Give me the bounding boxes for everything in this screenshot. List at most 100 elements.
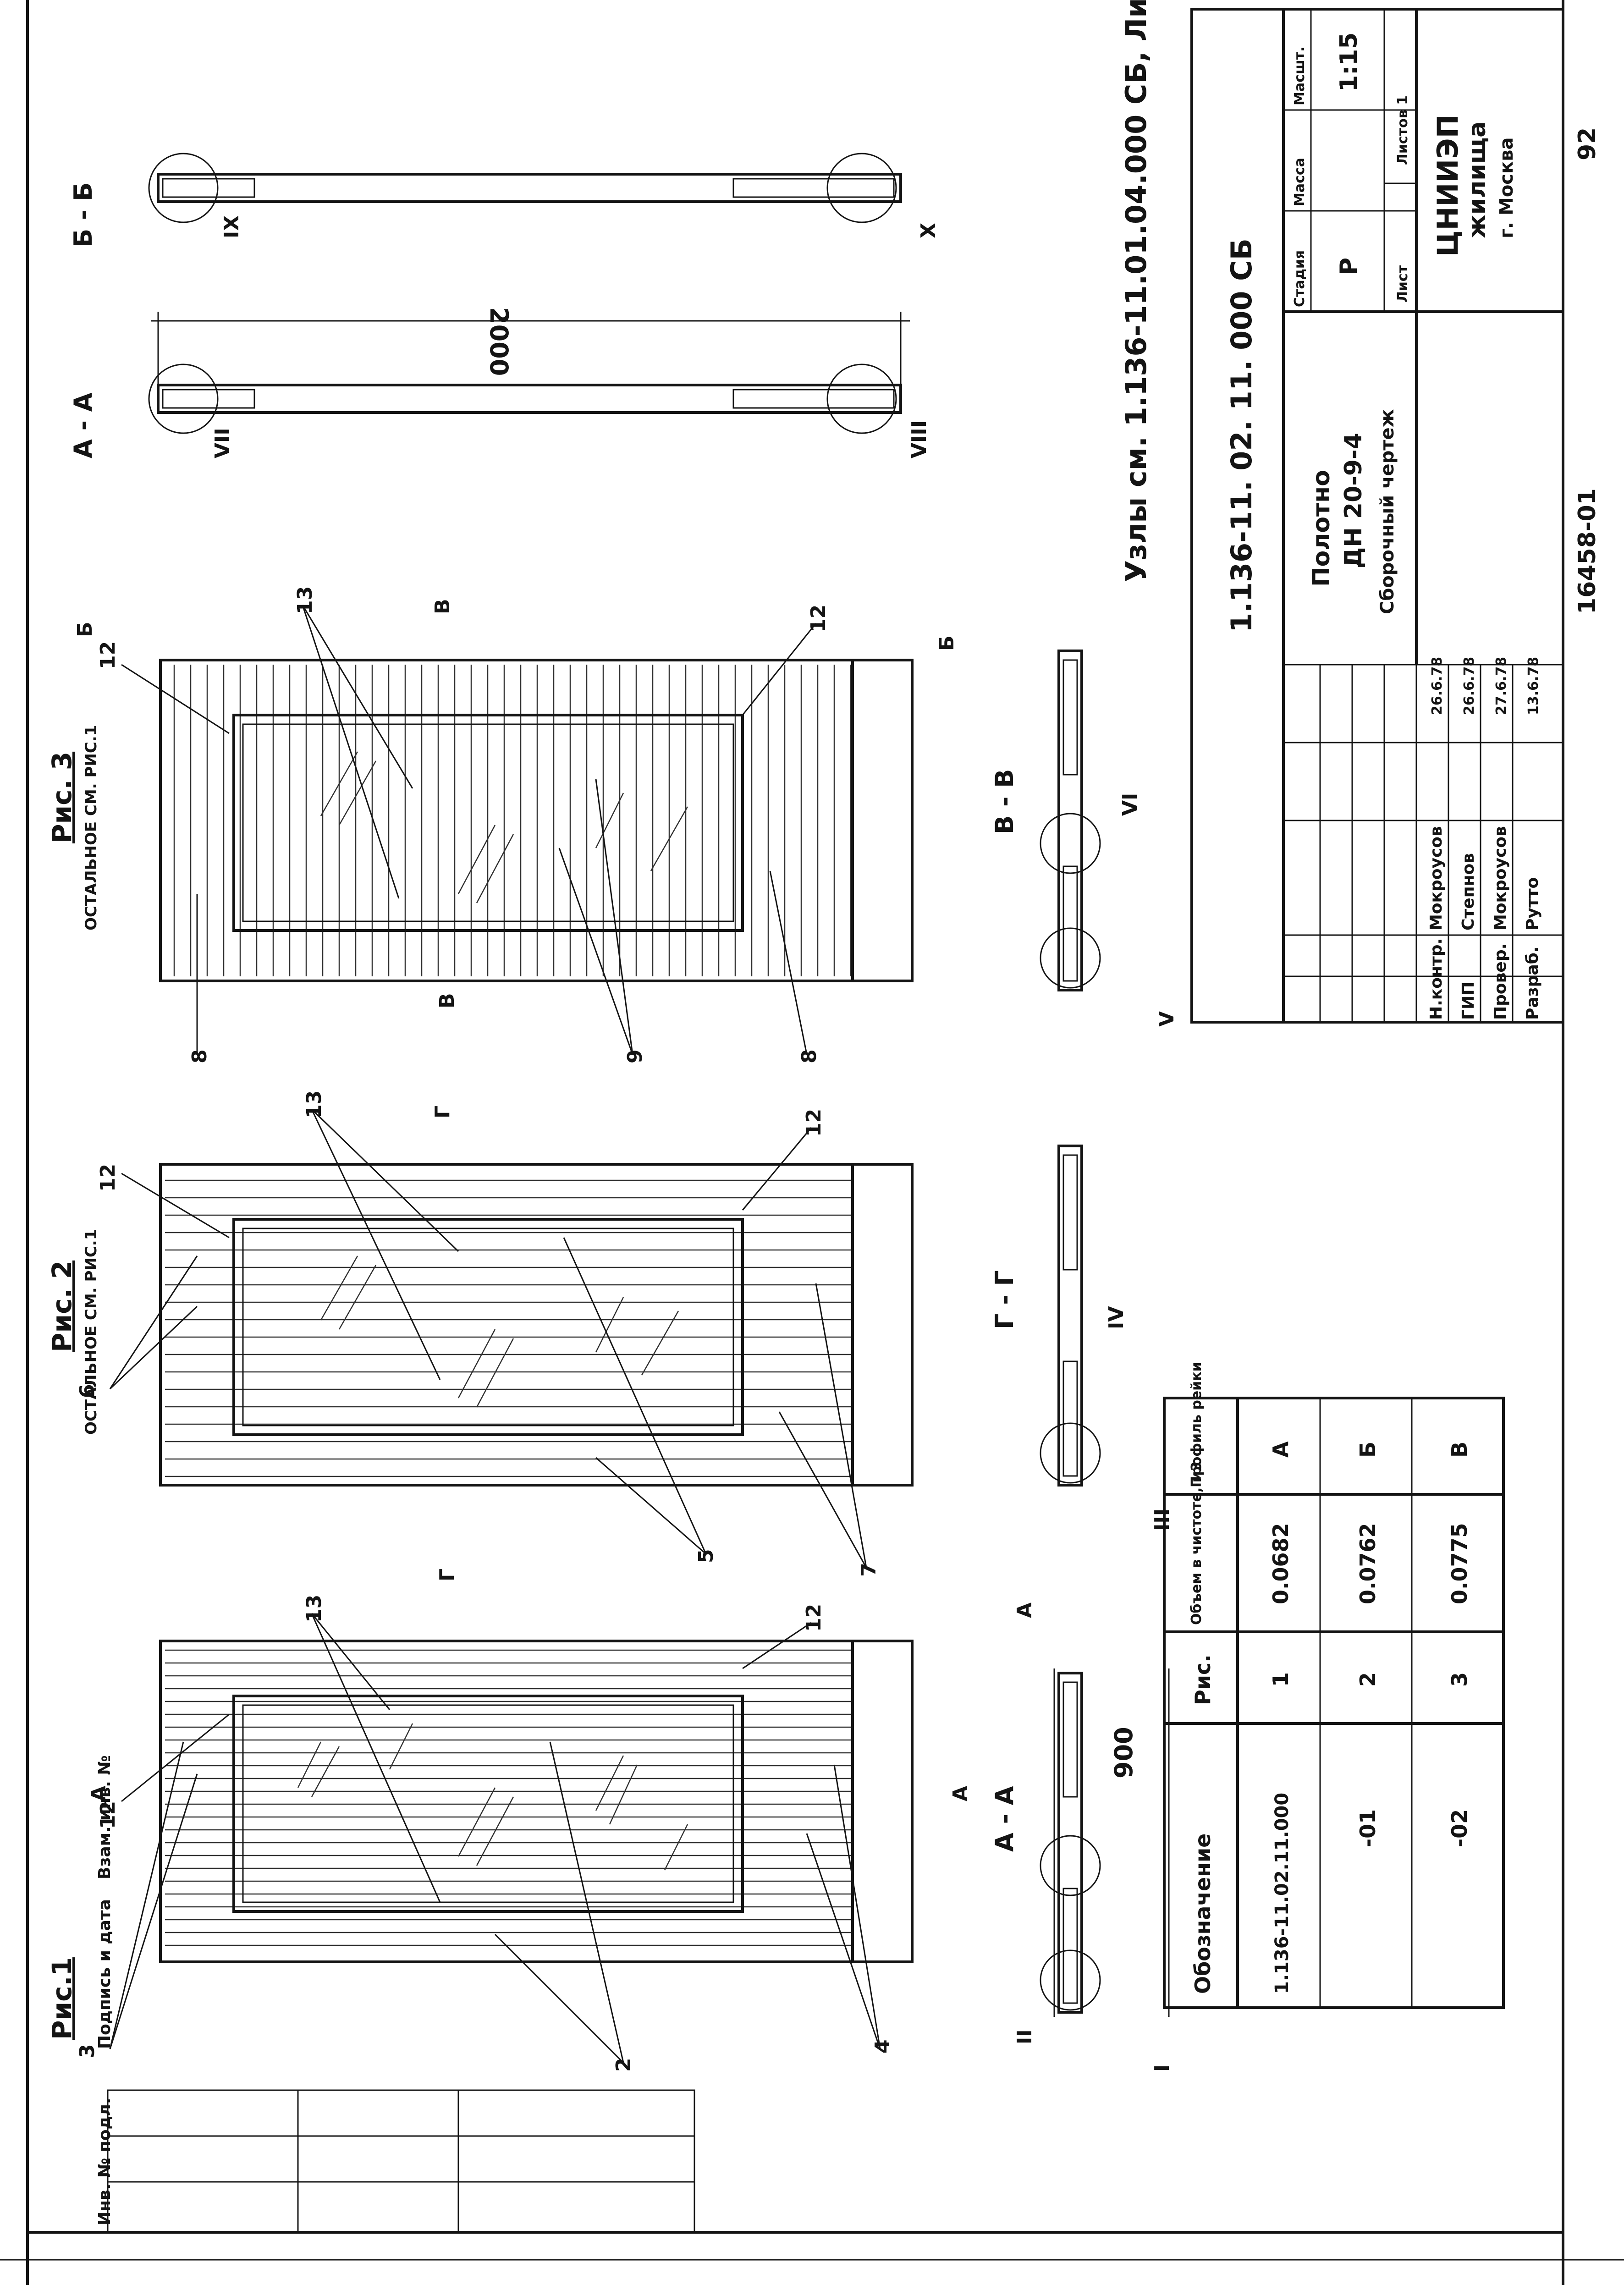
title-block: 1.136-11. 02. 11. 000 СБ Н.контр. ГИП Пр… (1190, 8, 1564, 1024)
stamp-text-3: Взам. инв. № (95, 1755, 114, 1879)
org-name-3: г. Москва (1496, 138, 1517, 238)
col-stage: Стадия (1292, 250, 1308, 307)
fig3-callout-8b: 8 (798, 1049, 821, 1063)
spec-row3-fig: 3 (1447, 1672, 1472, 1687)
spec-row3-code: -02 (1447, 1809, 1472, 1847)
fig2-section-mark-g2: Г (431, 1106, 454, 1118)
node-mark-3: III (1151, 1509, 1174, 1531)
sign-date-2: 26.6.78 (1461, 657, 1477, 715)
spec-row2-volume: 0.0762 (1355, 1523, 1380, 1604)
spec-header-fig: Рис. (1190, 1654, 1215, 1705)
fig2-callout-12a: 12 (96, 1164, 120, 1192)
spec-header-profile: Профиль рейки (1189, 1362, 1205, 1487)
fig2-callout-6: 6 (76, 1384, 99, 1398)
figure-3-caption: Рис. 3 (46, 752, 77, 843)
fig2-section-mark-g1: Г (435, 1569, 459, 1581)
role-checked: Провер. (1491, 943, 1510, 1020)
org-name-2: жилища (1464, 121, 1491, 238)
product-name-3: Сборочный чертеж (1377, 409, 1398, 614)
section-a-a-long: А - А 2000 VII VIII (69, 307, 931, 458)
name-n-control: Мокроусов (1427, 826, 1446, 931)
col-mass: Масса (1292, 158, 1308, 206)
figure-3: Рис. 3 ОСТАЛЬНОЕ СМ. РИС.1 12 13 12 8 9 … (46, 586, 958, 1063)
figure-2-subcaption: ОСТАЛЬНОЕ СМ. РИС.1 (82, 1229, 100, 1435)
section-g-g: Г - Г III IV (990, 1145, 1174, 1531)
page-number: 92 (1574, 127, 1601, 160)
stamp-text-2: Подпись и дата (95, 1899, 114, 2049)
scale-value: 1:15 (1335, 33, 1363, 92)
fig3-callout-12b: 12 (807, 605, 830, 633)
section-title-aa2: А - А (69, 392, 98, 458)
stage-value: Р (1335, 258, 1363, 275)
figure-2-caption: Рис. 2 (46, 1261, 77, 1352)
name-gip: Степнов (1459, 853, 1478, 931)
node-mark-8: VIII (908, 420, 931, 458)
section-title-aa1: А - А (990, 1786, 1019, 1852)
role-n-control: Н.контр. (1427, 938, 1446, 1020)
spec-row1-volume: 0.0682 (1268, 1523, 1293, 1604)
node-mark-6: VI (1118, 793, 1142, 816)
spec-row2-code: -01 (1355, 1809, 1380, 1847)
sheet-label: Лист (1395, 265, 1411, 303)
stamp-text-1: Инв. № подл. (95, 2098, 114, 2225)
node-mark-9: IX (220, 215, 243, 238)
fig1-callout-2: 2 (612, 2058, 635, 2072)
spec-row2-fig: 2 (1355, 1672, 1380, 1687)
sign-date-1: 26.6.78 (1429, 657, 1445, 715)
fig3-section-mark-b2: Б (935, 635, 958, 651)
fig2-callout-12b: 12 (802, 1109, 826, 1137)
fig1-section-mark-a2: А (949, 1786, 972, 1801)
nodes-reference-note: Узлы см. 1.136-11.01.04.000 СБ, Лист2 (1119, 0, 1153, 582)
node-mark-7: VII (211, 428, 234, 458)
section-b-b: Б - Б IX X (69, 153, 940, 248)
sign-date-4: 13.6.78 (1525, 657, 1541, 715)
sign-date-3: 27.6.78 (1493, 657, 1509, 715)
role-gip: ГИП (1459, 982, 1478, 1020)
fig1-callout-12a: 12 (96, 1801, 120, 1829)
figure-2: Рис. 2 ОСТАЛЬНОЕ СМ. РИС.1 6 12 13 12 5 … (46, 1090, 914, 1581)
spec-row3-volume: 0.0775 (1447, 1523, 1472, 1604)
figure-3-subcaption: ОСТАЛЬНОЕ СМ. РИС.1 (82, 725, 100, 931)
fig1-callout-12b: 12 (802, 1604, 826, 1632)
section-title-vv: В - В (990, 769, 1019, 834)
spec-header-volume: Объем в чистоте, м3 (1189, 1462, 1205, 1625)
spec-row3-profile: В (1447, 1442, 1472, 1458)
node-mark-4: IV (1105, 1306, 1128, 1329)
fig3-section-mark-v1: В (435, 993, 459, 1008)
spec-row2-profile: Б (1355, 1442, 1380, 1458)
name-developed: Рутто (1523, 877, 1542, 931)
node-mark-5: V (1155, 1011, 1178, 1027)
node-mark-1: I (1151, 2065, 1174, 2072)
dimension-900: 900 (1109, 1727, 1138, 1778)
product-name-2: ДН 20-9-4 (1340, 433, 1367, 568)
col-scale: Масшт. (1292, 46, 1308, 105)
org-name-1: ЦНИИЭП (1431, 114, 1464, 257)
sheets-label: Листов 1 (1395, 95, 1411, 165)
document-code: 1.136-11. 02. 11. 000 СБ (1225, 238, 1258, 633)
fig1-vertical-slats (165, 1649, 853, 1946)
section-a-a-fig1: А - А 900 I II (990, 1668, 1174, 2072)
node-mark-2: II (1013, 2029, 1036, 2044)
fig3-section-mark-v2: В (431, 599, 454, 614)
figure-1: Рис.1 3 12 13 12 2 4 А А А (46, 1595, 1036, 2072)
product-name-1: Полотно (1308, 470, 1335, 587)
fig2-slats (165, 1179, 853, 1477)
fig1-callout-3: 3 (76, 2044, 99, 2058)
fig3-callout-12a: 12 (96, 641, 120, 669)
fig1-section-mark-a1: А (87, 1786, 110, 1801)
fig3-horizontal-slats (173, 665, 852, 976)
fig3-callout-8a: 8 (188, 1049, 211, 1063)
spec-header-designation: Обозначение (1190, 1834, 1215, 1994)
role-developed: Разраб. (1523, 947, 1542, 1020)
spec-row1-code: 1.136-11.02.11.000 (1272, 1793, 1293, 1994)
fig1-section-mark-a3: А (1013, 1602, 1036, 1618)
section-title-gg: Г - Г (990, 1270, 1019, 1329)
name-checked: Мокроусов (1491, 826, 1510, 931)
fig3-callout-9: 9 (623, 1049, 647, 1063)
fig1-callout-4: 4 (871, 2039, 894, 2054)
section-v-v: В - В V VI (990, 650, 1178, 1027)
fig2-callout-5: 5 (694, 1549, 718, 1563)
spec-row1-fig: 1 (1268, 1672, 1293, 1687)
